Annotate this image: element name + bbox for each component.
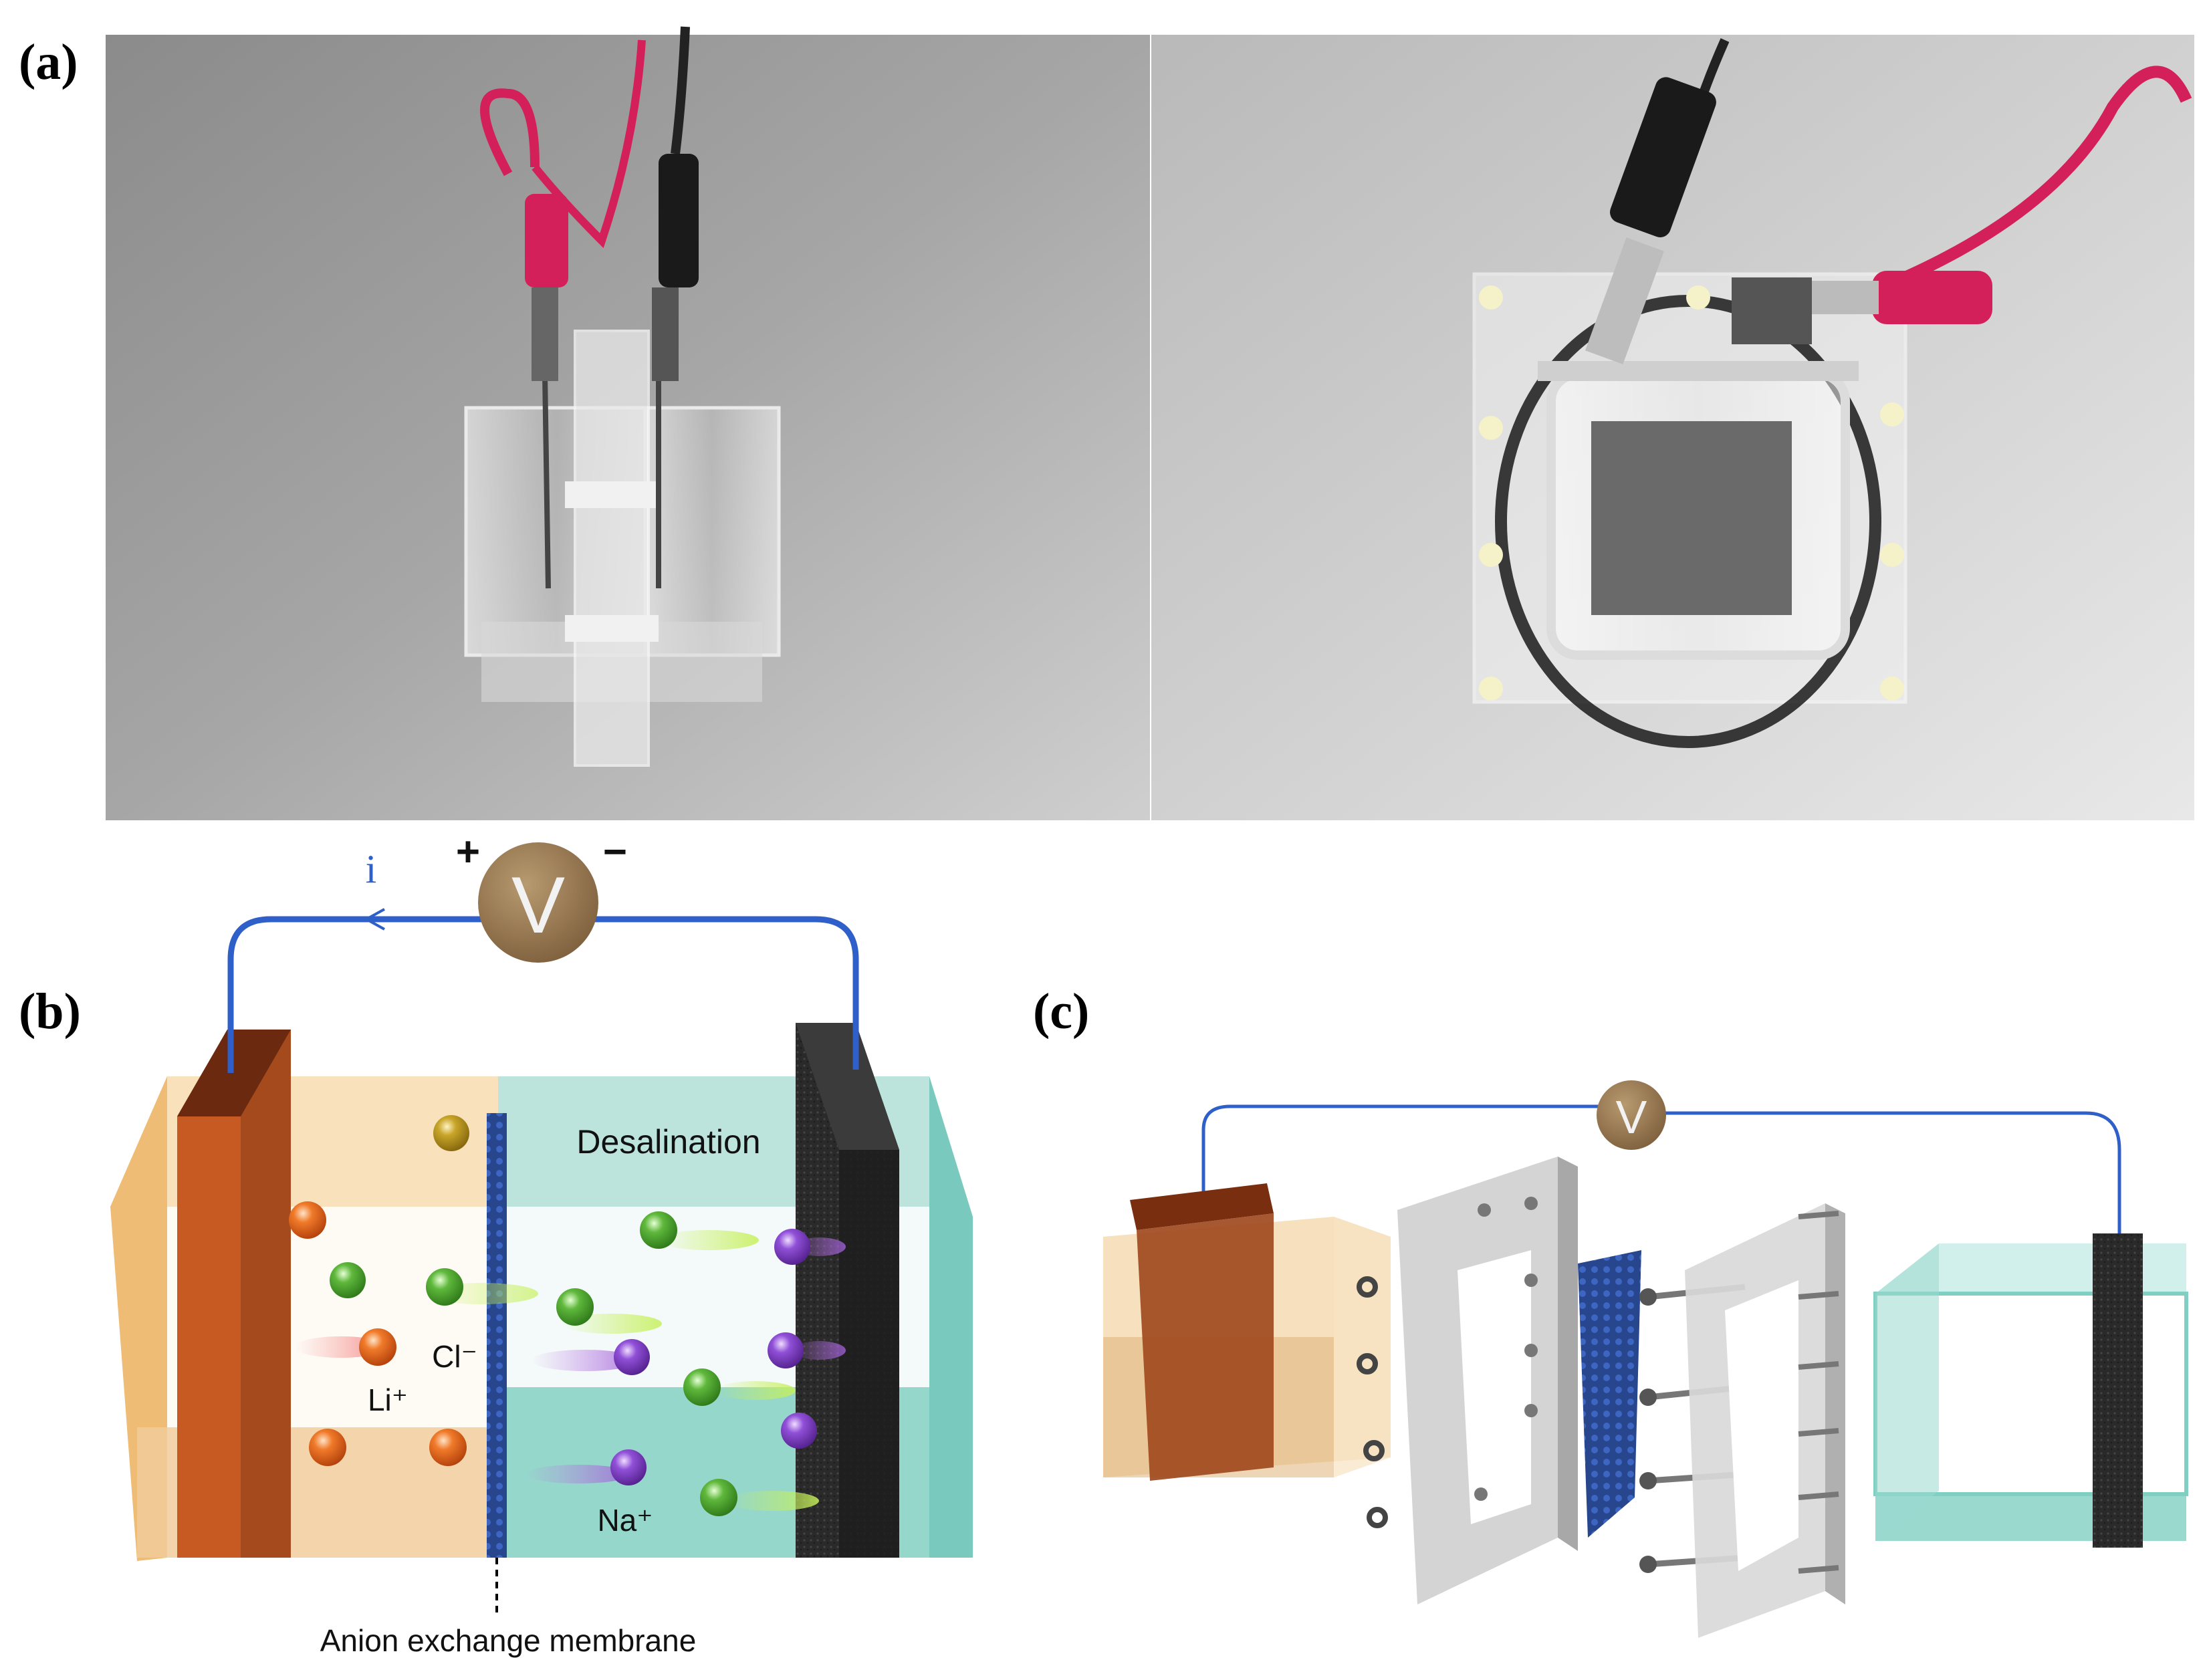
ion-cl [426,1268,463,1306]
ion-label-cl: Cl⁻ [432,1339,477,1374]
ion-cl [556,1288,594,1326]
desalination-label: Desalination [576,1123,760,1161]
photo-front-view [1151,35,2194,820]
c-anode [1130,1183,1274,1230]
panel-label-b: (b) [19,983,81,1040]
ion-na [768,1332,804,1368]
ion-li [289,1201,326,1239]
ion-yellow [433,1115,469,1151]
exploded-view-c: V [1103,1080,2188,1638]
right-tank-side [929,1076,973,1558]
panel-label-c: (c) [1033,983,1090,1040]
ion-li [309,1429,346,1466]
voltmeter-b-label: V [511,860,565,950]
cell-b: V i + − Desalination Cl⁻ Li⁺ Na⁺ Anion e… [110,829,973,1658]
ion-label-na: Na⁺ [597,1503,653,1538]
c-cathode [2093,1233,2143,1548]
current-label: i [366,847,377,891]
ion-li [359,1328,396,1366]
ion-cl [640,1211,677,1249]
c-left-tank-right [1334,1217,1391,1477]
ion-label-li: Li⁺ [368,1383,408,1417]
photo-side-view [106,26,1150,820]
ion-na [610,1449,647,1485]
current-arrow [363,908,385,931]
voltmeter-b [478,842,598,963]
ion-na [774,1229,810,1265]
ion-li [429,1429,467,1466]
ion-na [614,1339,650,1375]
membrane-label: Anion exchange membrane [320,1623,697,1658]
plus-sign: + [456,829,480,875]
voltmeter-c-label: V [1616,1091,1647,1143]
minus-sign: − [603,829,627,875]
panel-label-a: (a) [19,34,78,90]
ion-na [781,1413,817,1449]
c-membrane [1578,1250,1641,1538]
ion-cl [330,1262,366,1298]
ion-cl [700,1479,737,1516]
voltmeter-c [1597,1080,1666,1150]
anion-exchange-membrane [487,1113,507,1558]
ion-cl [683,1368,721,1406]
